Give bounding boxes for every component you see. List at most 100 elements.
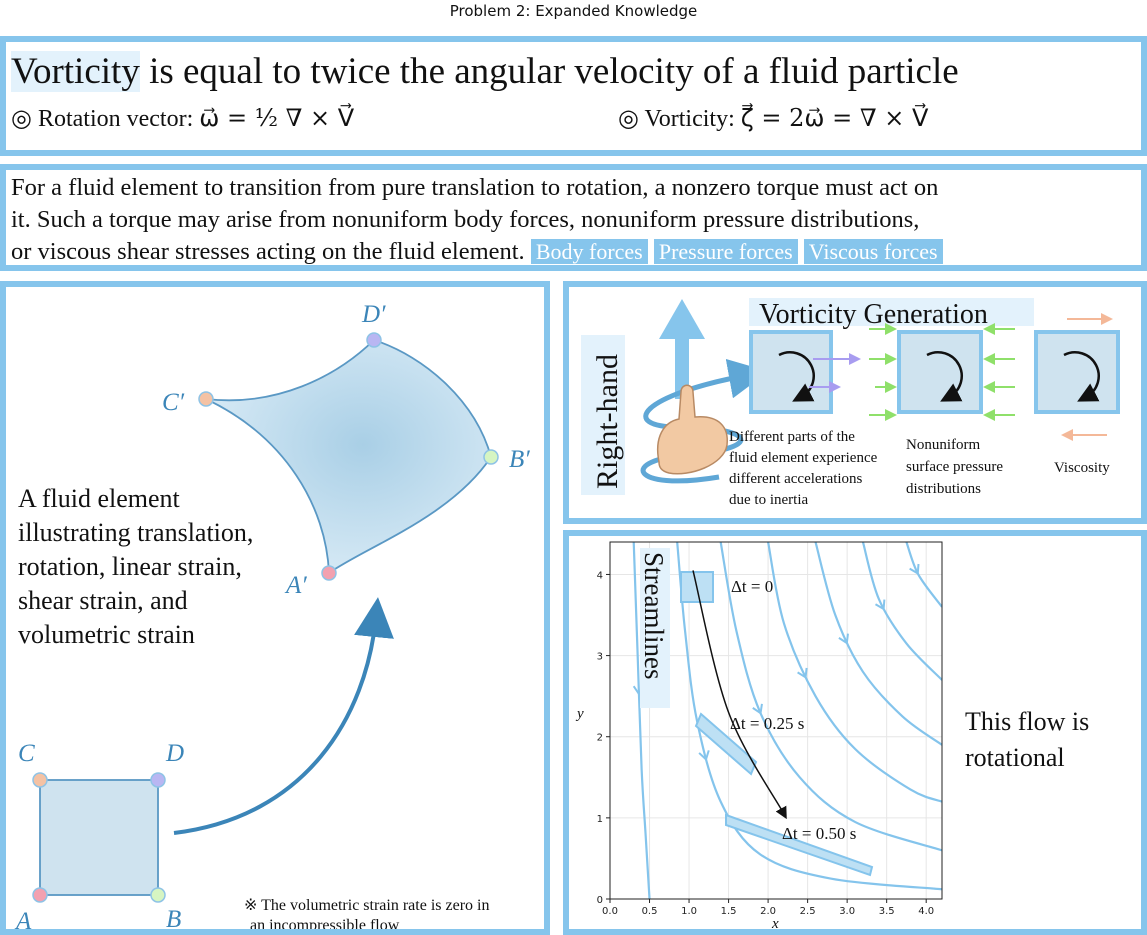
streamline-1 — [632, 542, 651, 899]
vorticity-highlight: Vorticity — [11, 51, 140, 92]
vorticity-formula: ζ⃗ = 2ω⃗ = ∇ × V⃗ — [740, 104, 929, 132]
pressure-caption-3: distributions — [906, 481, 981, 497]
flow-direction-arrow — [838, 633, 849, 645]
element-description-1: A fluid element — [18, 484, 181, 513]
conclusion-line-2: rotational — [965, 743, 1065, 772]
definition-panel: Vorticity is equal to twice the angular … — [0, 36, 1147, 156]
y-tick-label: 0 — [597, 895, 603, 906]
streamlines-label-bg — [640, 548, 670, 708]
y-tick-label: 4 — [597, 570, 603, 581]
rotation-arrow-inertia — [778, 351, 815, 402]
label-a: A — [14, 908, 32, 929]
vorticity-label: ◎ Vorticity: — [618, 106, 741, 132]
flow-direction-arrow — [752, 703, 763, 715]
x-tick-label: 3.0 — [839, 906, 855, 917]
x-tick-label: 2.5 — [800, 906, 816, 917]
torque-panel: For a fluid element to transition from p… — [0, 164, 1147, 271]
streamline-2 — [676, 542, 942, 891]
inertia-caption-2: fluid element experience — [729, 450, 878, 466]
fluid-element-diagram: D′ C′ B′ A′ C D A B A fluid element illu… — [14, 301, 530, 929]
rotation-vector-label: ◎ Rotation vector: — [11, 106, 200, 132]
label-c-prime: C′ — [162, 389, 185, 416]
point-b-prime — [483, 449, 499, 465]
y-tick-label: 1 — [597, 814, 603, 825]
point-b — [150, 887, 166, 903]
particle-trajectory — [692, 570, 787, 820]
label-d-prime: D′ — [361, 301, 386, 328]
x-axis-label: x — [771, 916, 779, 929]
generation-title-bg — [749, 298, 1034, 326]
vorticity-generation-panel: Right-hand Vorticity Generation — [563, 281, 1147, 524]
streamline-6 — [861, 542, 942, 681]
x-tick-label: 1.5 — [721, 906, 737, 917]
point-a — [32, 887, 48, 903]
x-tick-label: 1.0 — [681, 906, 697, 917]
helix-arrow — [640, 358, 769, 484]
viscous-element — [1034, 330, 1120, 414]
conclusion-line-1: This flow is — [965, 707, 1089, 736]
flow-direction-arrow — [797, 667, 808, 680]
element-description-5: volumetric strain — [18, 620, 195, 649]
point-d — [150, 772, 166, 788]
rotation-vector-line: ◎ Rotation vector: ω⃗ = ½ ∇ × V⃗ — [11, 104, 354, 133]
pressure-caption-1: Nonuniform — [906, 437, 980, 453]
streamline-5 — [814, 542, 942, 746]
streamline-4 — [767, 542, 942, 803]
vorticity-line: ◎ Vorticity: ζ⃗ = 2ω⃗ = ∇ × V⃗ — [618, 104, 928, 133]
definition-heading: Vorticity is equal to twice the angular … — [11, 50, 959, 93]
torque-line-2: it. Such a torque may arise from nonunif… — [11, 206, 920, 233]
viscosity-caption: Viscosity — [1054, 460, 1110, 476]
x-tick-label: 0.0 — [602, 906, 618, 917]
annotation-t050: Δt = 0.50 s — [782, 824, 856, 843]
point-a-prime — [321, 565, 337, 581]
right-hand-label-bg — [581, 335, 625, 495]
y-tick-label: 2 — [597, 733, 603, 744]
torque-line-3: or viscous shear stresses acting on the … — [11, 236, 943, 268]
x-tick-label: 0.5 — [642, 906, 658, 917]
element-description-4: shear strain, and — [18, 586, 188, 615]
fluid-element-panel: D′ C′ B′ A′ C D A B A fluid element illu… — [0, 281, 550, 935]
tag-body-forces: Body forces — [530, 239, 648, 264]
label-b: B — [166, 906, 181, 929]
rotation-axis-arrow-shaft — [675, 337, 689, 399]
pressure-caption-2: surface pressure — [906, 459, 1003, 475]
pressure-element — [897, 330, 983, 414]
inertia-element — [749, 330, 833, 414]
motion-arrow — [173, 597, 394, 835]
x-tick-label: 2.0 — [760, 906, 776, 917]
point-c — [32, 772, 48, 788]
incompressible-note-1: ※ The volumetric strain rate is zero in — [244, 897, 489, 914]
label-c: C — [18, 740, 35, 767]
element-description-2: illustrating translation, — [18, 518, 253, 547]
torque-line-3-text: or viscous shear stresses acting on the … — [11, 238, 525, 265]
label-b-prime: B′ — [509, 446, 530, 473]
element-description-3: rotation, linear strain, — [18, 552, 242, 581]
rotation-vector-formula: ω⃗ = ½ ∇ × V⃗ — [199, 104, 355, 132]
point-c-prime — [198, 391, 214, 407]
label-a-prime: A′ — [284, 572, 307, 599]
annotation-t0: Δt = 0 — [731, 577, 773, 596]
rotation-arrow-pressure — [926, 351, 963, 402]
inertia-caption-3: different accelerations — [729, 471, 863, 487]
particle-t025 — [694, 712, 758, 776]
label-d: D — [165, 740, 184, 767]
original-element — [39, 779, 159, 896]
annotation-t025: Δt = 0.25 s — [730, 714, 804, 733]
rotation-arrow-viscous — [1063, 351, 1100, 402]
incompressible-note-2: an incompressible flow — [250, 917, 400, 929]
x-tick-label: 4.0 — [918, 906, 934, 917]
torque-line-1: For a fluid element to transition from p… — [11, 174, 939, 201]
hand-icon — [657, 384, 728, 475]
streamlines-label: Streamlines — [639, 552, 669, 679]
rotation-axis-arrow-head — [659, 299, 705, 339]
vorticity-generation-diagram: Right-hand Vorticity Generation — [581, 298, 1120, 508]
flow-direction-arrow — [874, 599, 886, 611]
flow-direction-arrow — [909, 563, 920, 576]
generation-title: Vorticity Generation — [759, 299, 988, 330]
particle-t050 — [725, 813, 874, 877]
inertia-caption-1: Different parts of the — [729, 429, 855, 445]
page-title: Problem 2: Expanded Knowledge — [449, 2, 698, 20]
definition-heading-rest: is equal to twice the angular velocity o… — [149, 51, 959, 92]
tag-viscous-forces: Viscous forces — [803, 239, 943, 264]
